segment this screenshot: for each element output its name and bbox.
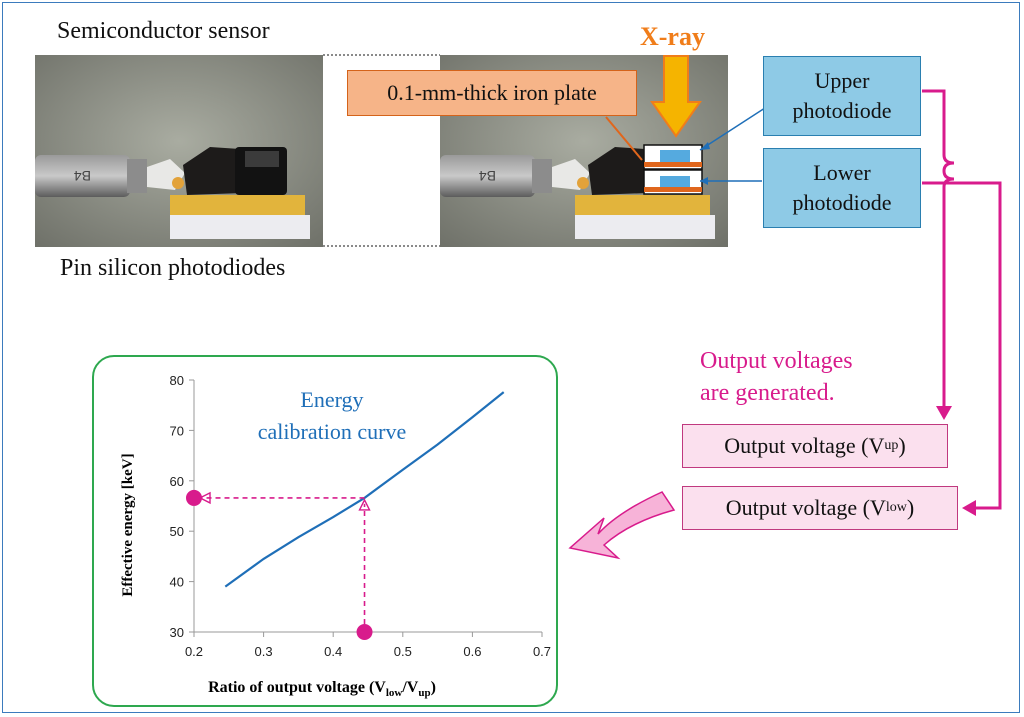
calibration-chart: 0.2 0.3 0.4 0.5 0.6 0.7 30 40 50 60 70 80 Energy ca… (120, 373, 551, 699)
iron-plate-text: 0.1-mm-thick iron plate (387, 80, 597, 105)
x-tick-label: 0.4 (324, 644, 342, 659)
lower-iron-strip (644, 187, 702, 192)
xray-arrow-icon (650, 55, 702, 138)
upper-photodiode-box: Upper photodiode (763, 56, 921, 136)
output-voltage-up-close: ) (898, 433, 906, 458)
curve-label-line1: Energy (300, 387, 363, 412)
pin-silicon-photodiodes-label: Pin silicon photodiodes (60, 255, 286, 281)
output-voltage-low-text: Output voltage (V (725, 495, 886, 520)
output-voltages-line2: are generated. (700, 380, 835, 406)
upper-wire (922, 89, 955, 406)
readout-x-marker (356, 624, 373, 640)
svg-text:B4: B4 (74, 168, 91, 184)
y-tick-label: 60 (170, 474, 184, 489)
x-tick-label: 0.6 (463, 644, 481, 659)
output-voltage-up-sub: up (884, 438, 899, 453)
lower-photodiode-line1: Lower (813, 160, 871, 185)
sensor-photo-left: B4 (35, 55, 323, 247)
y-tick-label: 40 (170, 575, 184, 590)
iron-plate-label: 0.1-mm-thick iron plate (347, 70, 637, 116)
upper-photodiode-line2: photodiode (792, 98, 892, 123)
output-voltage-low-close: ) (906, 495, 915, 520)
chart-panel (92, 355, 558, 707)
iron-plate-leader (605, 116, 643, 161)
x-tick-label: 0.7 (533, 644, 551, 659)
lower-photodiode-line2: photodiode (792, 190, 892, 215)
y-tick-label: 50 (170, 524, 184, 539)
upper-leader (699, 107, 766, 151)
readout-y-marker (186, 489, 202, 506)
readout-up-arrowhead (358, 498, 371, 511)
y-axis-label: Effective energy [keV] (120, 453, 136, 596)
output-voltage-low-sub: low (885, 500, 907, 515)
x-axis-label: Ratio of output voltage (Vlow/Vup) (208, 679, 436, 699)
x-tick-label: 0.3 (255, 644, 273, 659)
svg-text:B4: B4 (479, 168, 496, 184)
semiconductor-sensor-label: Semiconductor sensor (57, 18, 270, 44)
pink-arrow-icon (568, 491, 676, 560)
output-voltages-line1: Output voltages (700, 348, 853, 374)
xray-label: X-ray (640, 22, 705, 51)
iron-plate-strip (644, 162, 702, 167)
output-voltages-note: Output voltages are generated. (700, 345, 853, 409)
x-tick-label: 0.2 (185, 644, 203, 659)
upper-photodiode-chip (660, 150, 690, 162)
y-tick-label: 70 (170, 423, 184, 438)
y-tick-label: 80 (170, 373, 184, 388)
lower-photodiode-chip (660, 176, 690, 188)
upper-photodiode-line1: Upper (814, 68, 870, 93)
lower-photodiode-box: Lower photodiode (763, 148, 921, 228)
curve-label-line2: calibration curve (258, 419, 406, 444)
y-tick-label: 30 (170, 625, 184, 640)
output-voltage-up-text: Output voltage (V (724, 433, 885, 458)
sensor-photo-left-art: B4 (35, 55, 323, 247)
x-tick-label: 0.5 (394, 644, 412, 659)
lower-wire (922, 181, 1002, 510)
readout-left-arrowhead (198, 491, 211, 505)
